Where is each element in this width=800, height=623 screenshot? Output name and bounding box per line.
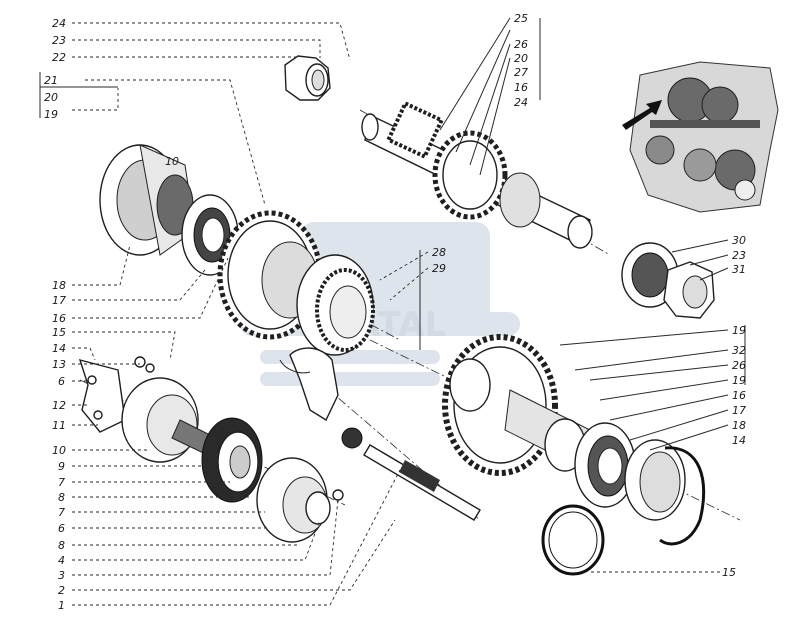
callout-label: 8 — [58, 539, 65, 552]
callout-label: 1 — [58, 599, 65, 612]
callout-label: 27 — [514, 66, 528, 79]
callout-label: 29 — [432, 262, 446, 275]
callout-label: 14 — [732, 434, 746, 447]
callout-label: 4 — [58, 554, 65, 567]
callout-label: 12 — [52, 399, 66, 412]
gear-lower-right — [442, 334, 591, 476]
shift-fork — [279, 347, 363, 449]
callout-label: 6 — [58, 375, 65, 388]
callout-label: 24 — [514, 96, 528, 109]
callout-label: 17 — [732, 404, 746, 417]
flange-cover — [256, 457, 344, 543]
callout-label: 3 — [58, 569, 65, 582]
callout-label: 15 — [722, 566, 736, 579]
callout-label: 7 — [58, 476, 65, 489]
callout-label: 28 — [432, 246, 446, 259]
callout-label: 19 — [732, 374, 746, 387]
gear-left — [217, 210, 323, 340]
callout-labels: 24 23 22 21 20 19 18 17 16 15 14 13 6 12… — [44, 12, 746, 612]
callout-label: 2 — [58, 584, 65, 597]
callout-label: 26 — [732, 359, 746, 372]
callout-label: 10 — [165, 155, 179, 168]
leader-lines — [39, 17, 746, 606]
callout-label: 18 — [732, 419, 746, 432]
callout-label: 16 — [732, 389, 746, 402]
arrow-icon — [622, 100, 662, 130]
outer-race — [624, 439, 706, 546]
callout-label: 24 — [52, 17, 66, 30]
inset-gearbox-photo — [622, 61, 779, 213]
callout-label: 17 — [52, 294, 66, 307]
callout-label: 9 — [58, 460, 65, 473]
callout-label: 23 — [52, 34, 66, 47]
callout-label: 6 — [58, 522, 65, 535]
callout-label: 22 — [52, 51, 66, 64]
washer-ring — [541, 504, 605, 576]
callout-label: 15 — [52, 326, 66, 339]
upper-shaft — [361, 100, 593, 249]
dark-disc — [201, 417, 263, 503]
callout-label: 16 — [514, 81, 528, 94]
callout-label: 13 — [52, 358, 66, 371]
housing-flange — [99, 144, 196, 256]
bearing-right — [544, 418, 636, 508]
callout-label: 14 — [52, 342, 66, 355]
callout-label: 21 — [44, 74, 58, 87]
callout-label: 20 — [514, 52, 528, 65]
callout-label: 18 — [52, 279, 66, 292]
callout-label: 23 — [732, 249, 746, 262]
callout-label: 11 — [52, 419, 66, 432]
callout-label: 30 — [732, 234, 746, 247]
nut-right — [621, 242, 715, 319]
callout-label: 26 — [514, 38, 528, 51]
callout-label: 10 — [52, 444, 66, 457]
nut-top — [284, 55, 331, 101]
callout-label: 25 — [514, 12, 528, 25]
bracket-lower-left — [78, 356, 155, 433]
callout-label: 7 — [58, 506, 65, 519]
callout-label: 19 — [44, 108, 58, 121]
callout-label: 8 — [58, 491, 65, 504]
shift-rod — [363, 444, 481, 521]
callout-label: 32 — [732, 344, 746, 357]
callout-label: 19 — [732, 324, 746, 337]
splined-coupling — [296, 254, 375, 356]
callout-label: 16 — [52, 312, 66, 325]
callout-label: 20 — [44, 91, 58, 104]
callout-label: 31 — [732, 263, 746, 276]
